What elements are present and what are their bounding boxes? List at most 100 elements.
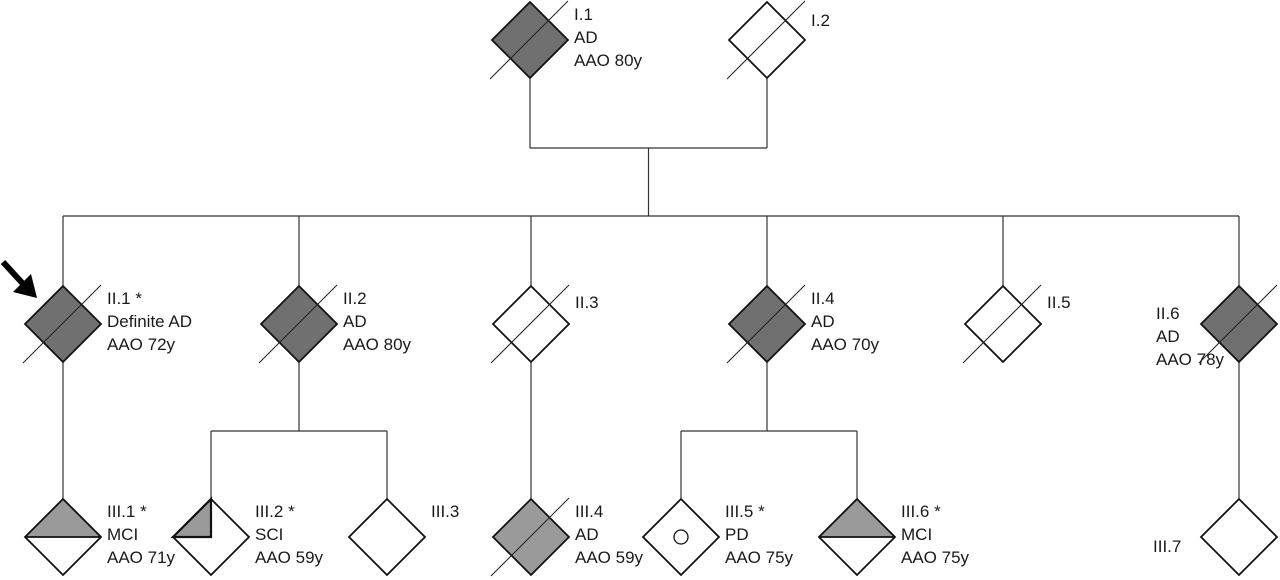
label-line: III.6 * [901,502,941,521]
diamond-outline [23,497,103,577]
label-line: AD [574,28,598,47]
diamond-fill [729,286,805,362]
diamond-outline [1199,284,1279,364]
individual-II-2[interactable] [258,284,339,364]
label-line: AAO 70y [811,335,880,354]
label-line: II.4 [811,289,835,308]
label-line: MCI [901,525,932,544]
individual-II-4[interactable] [726,284,807,364]
diamond-outline [259,284,339,364]
deceased-slash [489,0,569,80]
individual-label: II.1 * Definite AD AAO 72y [107,289,192,354]
label-line: II.1 * [107,289,142,308]
label-line: AAO 80y [343,335,412,354]
diamond-outline [491,497,571,577]
deceased-slash [22,284,102,364]
individual-symbols [22,0,1279,577]
individual-label: I.2 [811,11,830,30]
arrow-head [13,274,37,298]
deceased-slash [490,284,570,364]
diamond-outline [641,497,721,577]
individual-III-6[interactable] [817,497,897,577]
individual-II-3[interactable] [490,284,571,364]
individual-label: II.5 [1047,293,1071,312]
deceased-slash [726,284,806,364]
arrow-shaft [0,259,28,289]
label-line: AAO 71y [107,548,176,567]
deceased-slash [490,497,570,577]
individual-label: III.7 [1153,537,1181,556]
individual-label: II.3 [575,293,599,312]
label-line: AAO 80y [574,51,643,70]
label-line: III.3 [431,502,459,521]
label-line: AD [811,312,835,331]
label-line: AAO 75y [901,548,970,567]
diamond-outline [1199,497,1279,577]
label-line: AD [575,525,599,544]
diamond-outline [491,284,571,364]
individual-III-5[interactable] [641,497,721,577]
individual-III-3[interactable] [347,497,427,577]
label-line: AAO 78y [1156,350,1225,369]
half-fill [819,499,895,537]
label-line: III.5 * [725,502,765,521]
label-line: II.2 [343,289,367,308]
label-line: AAO 59y [575,548,644,567]
label-line: SCI [255,525,283,544]
label-line: AAO 75y [725,548,794,567]
individual-I-2[interactable] [726,0,807,80]
individual-III-2[interactable] [170,496,251,577]
proband-arrow-icon [0,259,37,298]
diamond-outline [727,284,807,364]
diamond-outline [727,0,807,80]
label-line: III.4 [575,502,603,521]
diamond-outline [171,497,251,577]
individual-II-1[interactable] [22,284,103,364]
individual-label: III.6 * MCI AAO 75y [901,502,970,567]
circle-marker-icon [673,529,689,545]
individual-III-7[interactable] [1199,497,1279,577]
label-line: I.2 [811,11,830,30]
individual-III-4[interactable] [490,497,571,577]
individual-II-5[interactable] [962,284,1043,364]
diamond-outline [963,284,1043,364]
label-line: AD [343,312,367,331]
diamond-outline [817,497,897,577]
diamond-outline [23,284,103,364]
individual-label: III.3 [431,502,459,521]
individual-II-6[interactable] [1198,284,1279,364]
individual-label: III.5 * PD AAO 75y [725,502,794,567]
diamond-outline [347,497,427,577]
diamond-fill [493,286,569,362]
individual-III-1[interactable] [23,497,103,577]
label-line: III.2 * [255,502,295,521]
label-line: AAO 72y [107,335,176,354]
deceased-slash [962,284,1042,364]
label-line: AD [1156,327,1180,346]
diamond-fill [965,286,1041,362]
diamond-fill [643,499,719,575]
label-line: Definite AD [107,312,192,331]
diamond-fill [729,2,805,78]
label-line: II.6 [1156,304,1180,323]
half-fill [25,499,101,537]
label-line: II.3 [575,293,599,312]
diamond-fill [493,499,569,575]
diamond-fill [349,499,425,575]
individual-I-1[interactable] [489,0,570,80]
diamond-fill [1201,499,1277,575]
relationship-lines [62,78,1240,499]
label-line: PD [725,525,749,544]
label-line: II.5 [1047,293,1071,312]
deceased-slash [726,0,806,80]
label-line: I.1 [574,5,593,24]
diamond-fill [261,286,337,362]
label-line: MCI [107,525,138,544]
